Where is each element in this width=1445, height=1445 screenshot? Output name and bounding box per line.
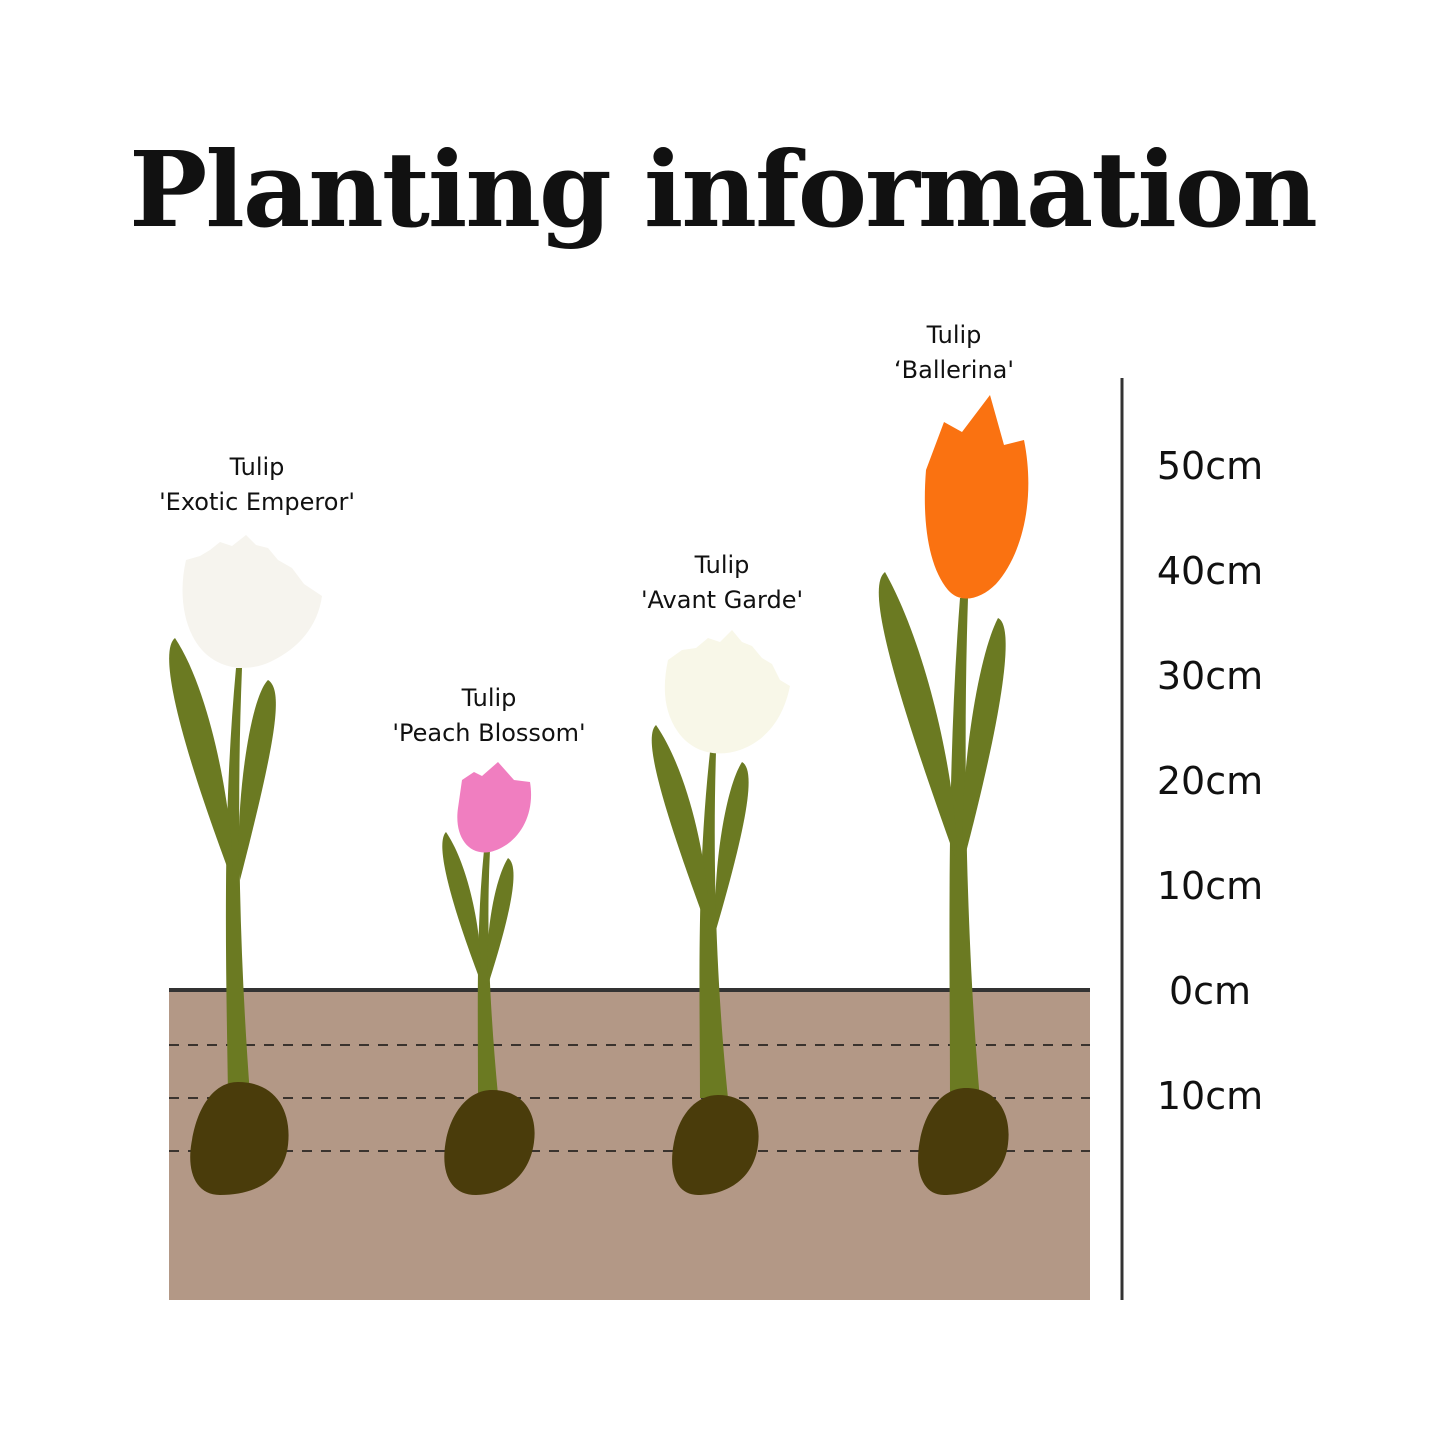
plant-peach-blossom <box>442 762 535 1195</box>
page-title: Planting information <box>129 128 1318 251</box>
plant-label-line2: 'Exotic Emperor' <box>159 488 355 516</box>
leaf-left <box>442 832 481 980</box>
scale-label-30cm: 30cm <box>1156 654 1264 698</box>
leaf-right <box>715 762 749 930</box>
leaf-right <box>962 618 1006 860</box>
plant-ballerina <box>878 395 1029 1195</box>
plant-label-line1: Tulip <box>926 321 982 349</box>
bulb-icon <box>190 1082 289 1195</box>
plant-label-line2: ‘Ballerina' <box>894 356 1014 384</box>
bulb-icon <box>918 1088 1009 1195</box>
leaf-left <box>169 638 233 880</box>
leaf-left <box>878 572 957 860</box>
tulip-icon <box>182 535 322 668</box>
plant-label-exotic-emperor: Tulip 'Exotic Emperor' <box>77 450 437 520</box>
scale-label-depth-10cm: 10cm <box>1156 1074 1264 1118</box>
leaf-right <box>238 680 276 880</box>
plant-label-line2: 'Peach Blossom' <box>392 719 586 747</box>
scale-label-20cm: 20cm <box>1156 759 1264 803</box>
leaf-left <box>651 725 709 930</box>
tulip-icon <box>664 630 790 754</box>
scale-label-50cm: 50cm <box>1156 444 1264 488</box>
plant-label-line1: Tulip <box>229 453 285 481</box>
bulb-icon <box>672 1095 759 1195</box>
scale-label-40cm: 40cm <box>1156 549 1264 593</box>
plant-label-line2: 'Avant Garde' <box>640 586 804 614</box>
scale-label-10cm: 10cm <box>1156 864 1264 908</box>
plant-label-ballerina: Tulip ‘Ballerina' <box>774 318 1134 388</box>
stem <box>699 752 728 1098</box>
plant-label-line1: Tulip <box>461 684 517 712</box>
leaf-right <box>487 858 514 985</box>
plant-exotic-emperor <box>169 535 322 1195</box>
bulb-icon <box>444 1090 535 1195</box>
plant-label-peach-blossom: Tulip 'Peach Blossom' <box>309 681 669 751</box>
scale-label-0cm: 0cm <box>1168 969 1252 1013</box>
tulip-icon <box>924 395 1029 599</box>
tulip-icon <box>457 762 532 853</box>
plant-avant-garde <box>651 630 790 1195</box>
plant-label-avant-garde: Tulip 'Avant Garde' <box>542 548 902 618</box>
plant-label-line1: Tulip <box>694 551 750 579</box>
stem <box>225 668 250 1095</box>
